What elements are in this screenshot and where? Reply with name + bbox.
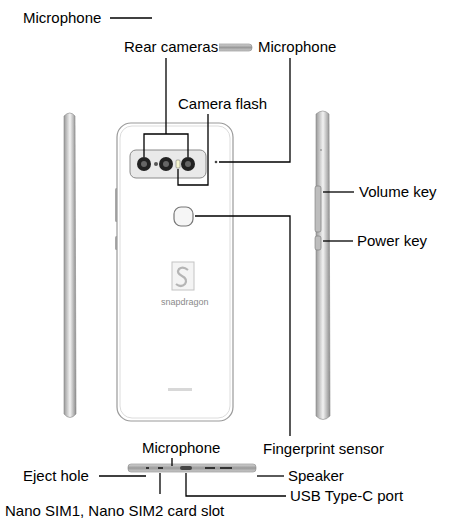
part-label: Eject hole bbox=[22, 467, 90, 485]
part-label: Volume key bbox=[358, 183, 438, 201]
part-label: Fingerprint sensor bbox=[262, 440, 385, 458]
part-label: Nano SIM1, Nano SIM2 card slot bbox=[4, 502, 225, 520]
logo-text: snapdragon bbox=[160, 297, 210, 308]
part-label: Microphone bbox=[22, 9, 102, 27]
part-label: Camera flash bbox=[177, 95, 268, 113]
part-label: USB Type-C port bbox=[289, 487, 404, 505]
part-label: Microphone bbox=[141, 439, 221, 457]
part-label: Speaker bbox=[287, 467, 345, 485]
part-label: Microphone bbox=[257, 38, 337, 56]
part-label: Rear cameras bbox=[123, 38, 219, 56]
part-label: Power key bbox=[356, 232, 428, 250]
